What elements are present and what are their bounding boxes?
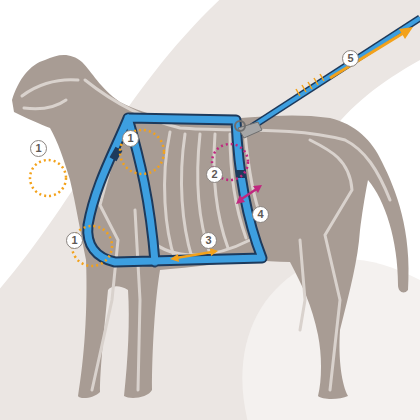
- jaw: [24, 100, 66, 109]
- leash: [250, 18, 420, 128]
- rib: [214, 134, 228, 248]
- dog-silhouette: [12, 55, 409, 399]
- movement-arrow: [236, 185, 262, 204]
- skull: [22, 80, 78, 96]
- hind-leg-bones: [300, 240, 305, 330]
- leash: [250, 18, 420, 128]
- rib: [181, 134, 192, 258]
- strap-arrow: [170, 248, 218, 262]
- skeleton: [22, 80, 390, 390]
- callout-number: 1: [30, 140, 47, 157]
- callout-number: 1: [66, 232, 83, 249]
- pull-arrow: [296, 27, 413, 96]
- rib: [165, 132, 175, 260]
- pressure-zone: [30, 130, 164, 266]
- harness: [88, 118, 262, 262]
- d-ring: [235, 121, 245, 131]
- callout-number: 2: [206, 166, 223, 183]
- callout-number: 5: [342, 50, 359, 67]
- front-leg-bones: [135, 210, 140, 390]
- callout-number: 1: [122, 130, 139, 147]
- hind-leg-bones: [310, 140, 352, 390]
- callout-number: 4: [252, 206, 269, 223]
- callout-number: 3: [200, 232, 217, 249]
